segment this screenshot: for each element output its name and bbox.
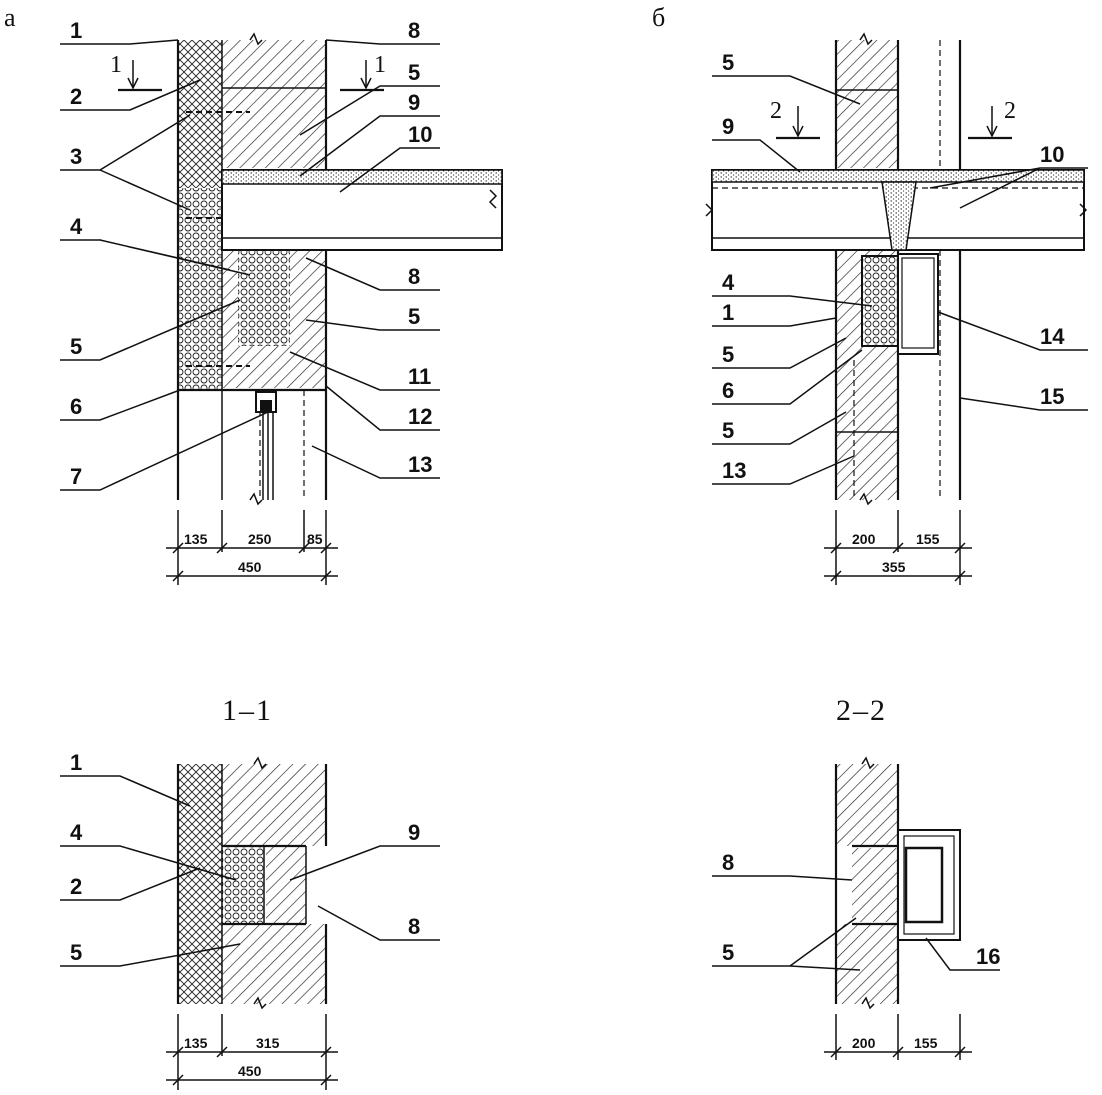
callout: 5: [722, 418, 734, 443]
callout: 2: [70, 84, 82, 109]
svg-text:135: 135: [184, 1035, 208, 1051]
section-1-1-wall: [176, 756, 328, 1010]
svg-text:355: 355: [882, 559, 906, 575]
svg-text:1: 1: [374, 52, 386, 78]
callout: 1: [70, 750, 82, 775]
callout: 9: [722, 114, 734, 139]
joint-fill: [881, 181, 917, 251]
insulation-insert: [222, 846, 264, 924]
svg-text:1: 1: [110, 52, 122, 78]
panel-b-leaders: [712, 75, 1088, 485]
svg-text:135: 135: [184, 531, 208, 547]
section-2-2-wall: [834, 756, 961, 1010]
slab-end: [266, 846, 306, 924]
panel-b-callouts: 5 9 4 1 5 6 5 13 10 14 15: [722, 50, 1065, 483]
masonry-lower: [222, 924, 326, 1004]
panel-a-callouts: 1 2 3 4 5 6 7 8 5 9 10 8 5 11 12 13: [70, 18, 432, 489]
callout: 6: [722, 378, 734, 403]
slab-end: [852, 848, 898, 922]
svg-text:250: 250: [248, 531, 272, 547]
callout: 13: [408, 452, 432, 477]
callout: 5: [70, 940, 82, 965]
callout: 2: [70, 874, 82, 899]
panel-a-dimensions: 135 250 85 450: [166, 510, 338, 585]
callout: 8: [408, 914, 420, 939]
masonry-upper: [836, 40, 898, 168]
svg-text:200: 200: [852, 1035, 876, 1051]
insulation-insert: [238, 250, 290, 346]
svg-text:315: 315: [256, 1035, 280, 1051]
masonry-upper: [836, 764, 898, 846]
masonry-upper: [222, 40, 326, 168]
insulation-insert: [861, 255, 899, 347]
floor-screed: [221, 169, 503, 185]
panel-a-leaders: [60, 39, 440, 491]
svg-text:450: 450: [238, 1063, 262, 1079]
callout: 4: [722, 270, 735, 295]
panel-a-letter: а: [4, 3, 16, 32]
callout: 4: [70, 214, 83, 239]
callout: 4: [70, 820, 83, 845]
section-2-2-title: 2–2: [836, 694, 887, 727]
svg-text:2: 2: [770, 98, 782, 124]
callout: 11: [408, 364, 431, 389]
callout: 5: [408, 60, 420, 85]
callout: 5: [408, 304, 420, 329]
callout: 7: [70, 464, 82, 489]
panel-b: б 2: [652, 3, 1088, 585]
facade-cassette: [897, 253, 939, 355]
section-2-2: 2–2 8 5 16: [712, 694, 1000, 1060]
callout: 5: [722, 940, 734, 965]
callout: 12: [408, 404, 432, 429]
callout: 6: [70, 394, 82, 419]
masonry-upper: [222, 764, 326, 846]
callout: 5: [722, 50, 734, 75]
callout: 13: [722, 458, 746, 483]
callout: 1: [70, 18, 82, 43]
section-1-1-leaders: [60, 775, 440, 967]
callout: 15: [1040, 384, 1064, 409]
section-mark-1: 1 1: [110, 52, 386, 92]
section-2-2-callouts: 8 5 16: [722, 850, 1000, 969]
panel-a-wall: [176, 32, 503, 506]
callout: 10: [408, 122, 432, 147]
svg-text:450: 450: [238, 559, 262, 575]
section-2-2-leaders: [712, 875, 1000, 971]
floor-screed: [711, 169, 1085, 183]
callout: 3: [70, 144, 82, 169]
panel-b-letter: б: [652, 3, 665, 32]
insulation-layer: [178, 764, 222, 1004]
section-1-1-dimensions: 135 315 450: [166, 1014, 338, 1090]
section-1-1-callouts: 1 4 2 5 9 8: [70, 750, 420, 965]
callout: 10: [1040, 142, 1064, 167]
callout: 9: [408, 90, 420, 115]
callout: 8: [408, 264, 420, 289]
svg-text:155: 155: [914, 1035, 938, 1051]
section-mark-2: 2 2: [770, 98, 1016, 140]
panel-b-wall: [705, 32, 1088, 506]
callout: 14: [1040, 324, 1065, 349]
lintel-block: [222, 352, 326, 388]
callout: 9: [408, 820, 420, 845]
callout: 8: [408, 18, 420, 43]
callout: 5: [722, 342, 734, 367]
svg-text:155: 155: [916, 531, 940, 547]
svg-text:200: 200: [852, 531, 876, 547]
svg-text:85: 85: [307, 531, 323, 547]
section-2-2-dimensions: 200 155: [824, 1014, 972, 1060]
callout: 8: [722, 850, 734, 875]
section-1-1-title: 1–1: [222, 694, 273, 727]
panel-b-dimensions: 200 155 355: [824, 510, 972, 585]
callout: 16: [976, 944, 1000, 969]
callout: 1: [722, 300, 734, 325]
panel-a: а: [4, 3, 503, 585]
masonry-lower: [836, 924, 898, 1004]
insulation-layer-lower: [178, 188, 222, 390]
section-1-1: 1–1 1 4 2: [60, 694, 440, 1090]
callout: 5: [70, 334, 82, 359]
svg-text:2: 2: [1004, 98, 1016, 124]
